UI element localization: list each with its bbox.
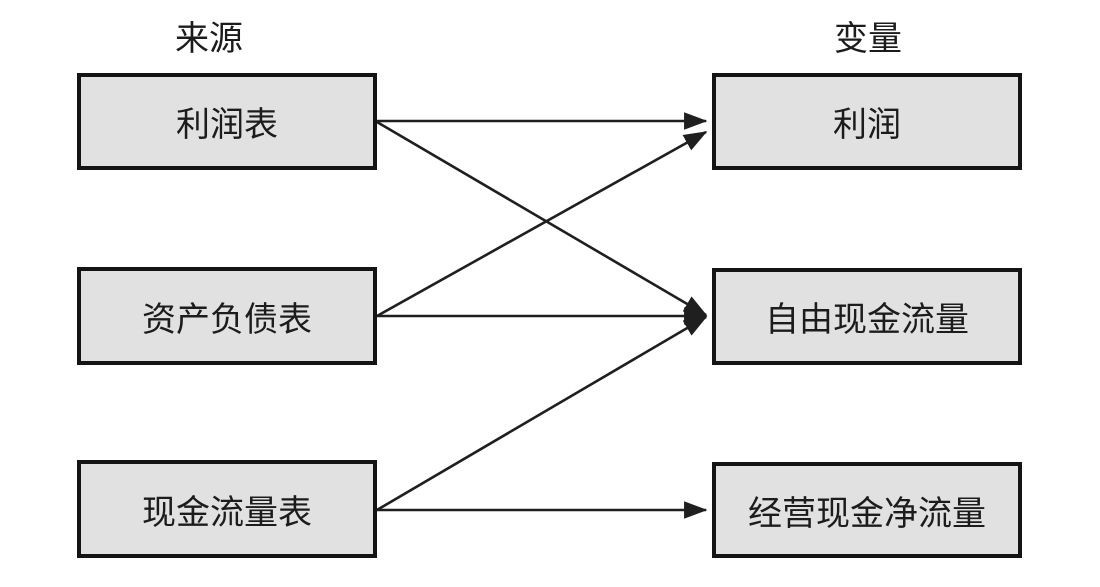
source-box-income-statement: 利润表 — [77, 73, 377, 170]
source-box-balance-sheet-label: 资产负债表 — [142, 301, 312, 339]
variable-box-net-operating-cash-flow-label: 经营现金净流量 — [748, 495, 986, 533]
source-box-cash-flow-statement-label: 现金流量表 — [142, 494, 312, 532]
variable-box-free-cash-flow-label: 自由现金流量 — [765, 302, 969, 339]
variables-column-header: 变量 — [834, 21, 902, 58]
arrow-cash-flow-statement-to-free-cash-flow — [376, 315, 708, 512]
source-box-income-statement-label: 利润表 — [176, 107, 278, 144]
arrow-income-statement-to-free-cash-flow — [376, 120, 708, 317]
variable-box-free-cash-flow: 自由现金流量 — [712, 268, 1022, 365]
variable-box-net-operating-cash-flow: 经营现金净流量 — [712, 462, 1022, 558]
source-box-balance-sheet: 资产负债表 — [77, 267, 377, 365]
variable-box-profit-label: 利润 — [833, 107, 901, 144]
source-box-cash-flow-statement: 现金流量表 — [77, 460, 377, 558]
arrow-balance-sheet-to-profit — [376, 130, 708, 318]
sources-column-header: 来源 — [175, 21, 243, 58]
variable-box-profit: 利润 — [712, 73, 1022, 170]
